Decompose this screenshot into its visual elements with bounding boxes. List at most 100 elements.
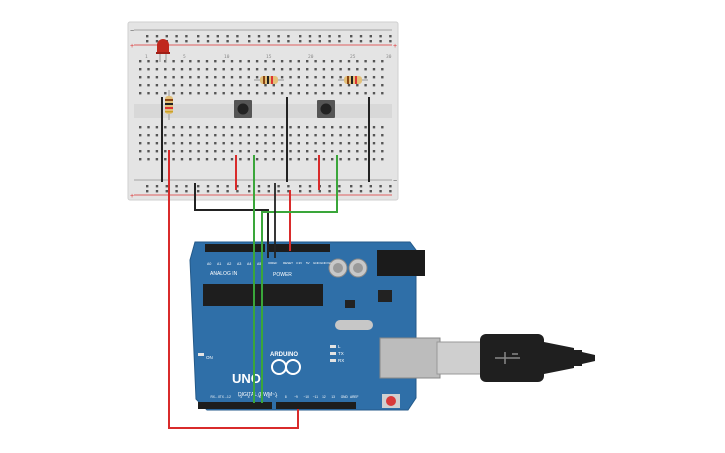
breadboard-hole[interactable]	[264, 68, 267, 71]
rail-hole[interactable]	[175, 190, 178, 193]
rail-hole[interactable]	[257, 35, 261, 38]
breadboard-hole[interactable]	[147, 76, 150, 79]
breadboard-hole[interactable]	[239, 126, 242, 129]
rail-hole[interactable]	[236, 190, 239, 193]
rail-hole[interactable]	[226, 40, 229, 43]
breadboard-hole[interactable]	[172, 84, 175, 87]
breadboard-hole[interactable]	[331, 84, 334, 87]
breadboard-hole[interactable]	[205, 158, 209, 161]
breadboard-hole[interactable]	[239, 84, 242, 87]
breadboard-hole[interactable]	[322, 76, 326, 79]
breadboard-hole[interactable]	[372, 92, 376, 95]
breadboard-hole[interactable]	[339, 84, 342, 87]
breadboard-hole[interactable]	[172, 150, 175, 153]
breadboard-hole[interactable]	[180, 126, 184, 129]
breadboard-hole[interactable]	[147, 142, 150, 145]
breadboard-hole[interactable]	[172, 76, 175, 79]
digital-header-low[interactable]	[198, 402, 272, 409]
rail-hole[interactable]	[248, 185, 251, 188]
breadboard-hole[interactable]	[164, 60, 167, 63]
breadboard-hole[interactable]	[331, 126, 334, 129]
breadboard-hole[interactable]	[314, 76, 317, 79]
wire-black-ground[interactable]	[194, 183, 269, 258]
breadboard-hole[interactable]	[197, 158, 200, 161]
breadboard-hole[interactable]	[331, 158, 334, 161]
breadboard-hole[interactable]	[222, 68, 225, 71]
rail-hole[interactable]	[267, 40, 270, 43]
rail-hole[interactable]	[206, 185, 210, 188]
breadboard-hole[interactable]	[147, 60, 150, 63]
rail-hole[interactable]	[350, 35, 353, 38]
breadboard-hole[interactable]	[289, 76, 292, 79]
rail-hole[interactable]	[308, 35, 312, 38]
breadboard-hole[interactable]	[306, 60, 309, 63]
breadboard-hole[interactable]	[264, 150, 267, 153]
breadboard-hole[interactable]	[272, 60, 275, 63]
breadboard-hole[interactable]	[280, 60, 284, 63]
breadboard-hole[interactable]	[255, 126, 259, 129]
breadboard-hole[interactable]	[205, 92, 209, 95]
breadboard-hole[interactable]	[164, 142, 167, 145]
breadboard-hole[interactable]	[255, 150, 259, 153]
rail-hole[interactable]	[206, 40, 210, 43]
breadboard-hole[interactable]	[164, 134, 167, 137]
breadboard[interactable]: + + − − + 1 5 10 15 20 25 30	[127, 21, 399, 201]
breadboard-hole[interactable]	[247, 84, 250, 87]
power-header[interactable]	[268, 244, 330, 252]
rail-hole[interactable]	[318, 40, 321, 43]
breadboard-hole[interactable]	[322, 134, 326, 137]
rail-hole[interactable]	[277, 185, 280, 188]
breadboard-hole[interactable]	[147, 134, 150, 137]
breadboard-hole[interactable]	[289, 126, 292, 129]
breadboard-hole[interactable]	[347, 150, 351, 153]
rail-hole[interactable]	[236, 35, 239, 38]
breadboard-hole[interactable]	[255, 68, 259, 71]
breadboard-hole[interactable]	[155, 142, 159, 145]
rail-hole[interactable]	[226, 190, 229, 193]
rail-hole[interactable]	[155, 35, 159, 38]
rail-hole[interactable]	[185, 35, 188, 38]
breadboard-hole[interactable]	[180, 142, 184, 145]
rail-hole[interactable]	[267, 185, 270, 188]
breadboard-hole[interactable]	[322, 126, 326, 129]
breadboard-hole[interactable]	[264, 126, 267, 129]
breadboard-hole[interactable]	[297, 92, 300, 95]
breadboard-hole[interactable]	[280, 92, 284, 95]
resistor-icon[interactable]	[338, 76, 368, 84]
breadboard-hole[interactable]	[322, 92, 326, 95]
breadboard-hole[interactable]	[197, 60, 200, 63]
breadboard-hole[interactable]	[280, 126, 284, 129]
breadboard-hole[interactable]	[205, 60, 209, 63]
breadboard-hole[interactable]	[205, 76, 209, 79]
rail-hole[interactable]	[146, 40, 149, 43]
rail-hole[interactable]	[216, 185, 219, 188]
rail-hole[interactable]	[287, 40, 290, 43]
rail-hole[interactable]	[257, 40, 261, 43]
breadboard-hole[interactable]	[322, 68, 326, 71]
breadboard-hole[interactable]	[272, 84, 275, 87]
breadboard-hole[interactable]	[147, 158, 150, 161]
breadboard-hole[interactable]	[155, 134, 159, 137]
breadboard-hole[interactable]	[155, 84, 159, 87]
breadboard-hole[interactable]	[239, 142, 242, 145]
breadboard-hole[interactable]	[364, 60, 367, 63]
rail-hole[interactable]	[277, 40, 280, 43]
breadboard-hole[interactable]	[197, 142, 200, 145]
breadboard-hole[interactable]	[222, 76, 225, 79]
breadboard-hole[interactable]	[214, 84, 217, 87]
breadboard-hole[interactable]	[264, 134, 267, 137]
rail-hole[interactable]	[257, 190, 261, 193]
breadboard-hole[interactable]	[306, 158, 309, 161]
breadboard-hole[interactable]	[372, 150, 376, 153]
breadboard-hole[interactable]	[264, 60, 267, 63]
rail-hole[interactable]	[267, 190, 270, 193]
breadboard-hole[interactable]	[280, 84, 284, 87]
breadboard-hole[interactable]	[364, 126, 367, 129]
breadboard-hole[interactable]	[222, 126, 225, 129]
rail-hole[interactable]	[146, 190, 149, 193]
breadboard-hole[interactable]	[306, 134, 309, 137]
breadboard-hole[interactable]	[239, 158, 242, 161]
rail-hole[interactable]	[185, 190, 188, 193]
rail-hole[interactable]	[359, 190, 363, 193]
